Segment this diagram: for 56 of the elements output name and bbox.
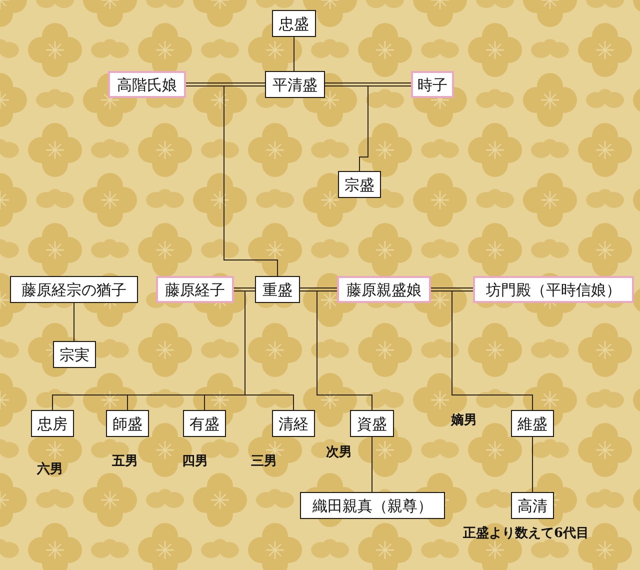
person-name: 資盛 xyxy=(357,414,387,432)
descent-line xyxy=(532,436,533,492)
person-name: 高清 xyxy=(518,496,548,514)
marriage-line xyxy=(300,288,338,292)
person-box xyxy=(338,171,381,198)
person-box xyxy=(10,276,138,303)
person-box xyxy=(255,276,300,303)
person-box xyxy=(53,341,96,368)
person-box xyxy=(473,276,634,303)
person-name: 清経 xyxy=(278,414,308,432)
person-box xyxy=(31,410,74,437)
annotation-text: 三男 xyxy=(251,454,277,470)
person-box xyxy=(511,410,554,437)
marriage-line xyxy=(324,82,412,86)
descent-line xyxy=(452,290,533,410)
person-box xyxy=(265,71,325,98)
annotation-text: 四男 xyxy=(182,454,208,470)
person-box xyxy=(272,410,315,437)
person-name: 時子 xyxy=(418,76,448,94)
person-box xyxy=(511,492,554,519)
person-name: 重盛 xyxy=(262,280,292,298)
person-name: 平清盛 xyxy=(272,76,318,94)
person-name: 維盛 xyxy=(518,414,548,432)
person-box xyxy=(183,410,226,437)
marriage-line xyxy=(430,288,474,292)
descent-line xyxy=(234,290,294,410)
marriage-line xyxy=(186,82,266,86)
person-name: 藤原親盛娘 xyxy=(346,280,422,298)
descent-line xyxy=(359,86,412,172)
person-box xyxy=(411,71,454,98)
person-box xyxy=(337,276,431,303)
descent-line xyxy=(316,290,372,410)
annotation-text: 正盛より数えて6代目 xyxy=(463,526,590,542)
person-name: 高階氏娘 xyxy=(117,76,177,94)
person-name: 藤原経子 xyxy=(165,280,225,298)
annotation-text: 次男 xyxy=(326,445,352,461)
descent-line xyxy=(186,86,278,276)
person-name: 宗実 xyxy=(60,346,90,364)
person-box xyxy=(300,492,445,519)
person-name: 坊門殿（平時信娘） xyxy=(486,280,621,298)
annotation-text: 五男 xyxy=(112,454,138,470)
person-name: 藤原経宗の猶子 xyxy=(22,280,126,298)
person-box xyxy=(108,71,186,98)
person-name: 宗盛 xyxy=(344,176,374,194)
person-name: 忠盛 xyxy=(279,14,309,32)
annotation-text: 六男 xyxy=(37,462,63,478)
marriage-line xyxy=(234,288,256,292)
person-name: 織田親真（親尊） xyxy=(312,496,432,514)
person-box xyxy=(350,410,394,437)
person-name: 有盛 xyxy=(190,414,220,432)
person-name: 師盛 xyxy=(112,414,142,432)
person-box xyxy=(156,276,234,303)
person-box xyxy=(106,410,149,437)
annotation-text: 嫡男 xyxy=(451,413,477,429)
person-name: 忠房 xyxy=(38,414,68,432)
person-box xyxy=(272,10,316,37)
